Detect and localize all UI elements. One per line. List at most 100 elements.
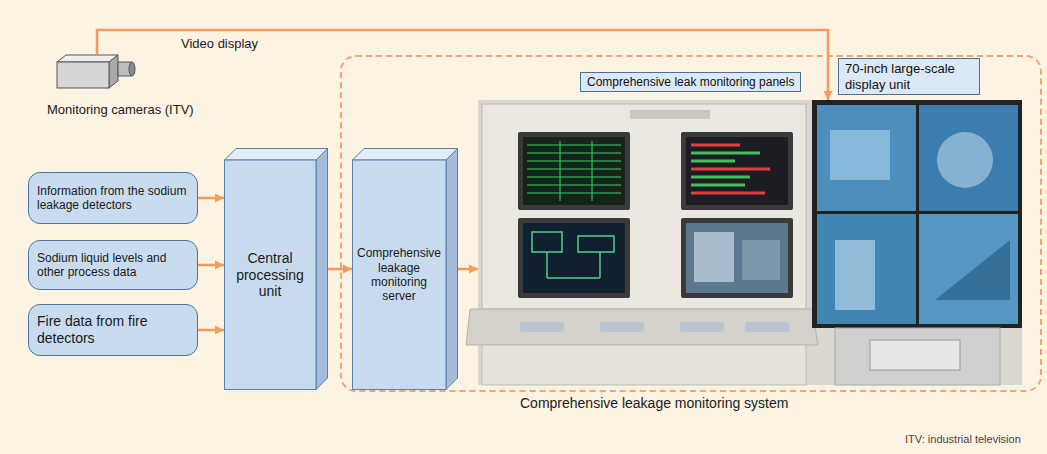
control-room-photo-part <box>817 105 916 211</box>
control-room-photo-part-part <box>592 141 593 201</box>
footnote: ITV: industrial television <box>905 433 1021 446</box>
node-text: Sodium liquid levels and other process d… <box>37 251 189 280</box>
box-top-face <box>225 149 328 161</box>
control-room-photo-part-part <box>527 145 621 146</box>
arrow-head <box>215 326 224 335</box>
camera-icon-part <box>57 62 109 88</box>
camera-icon <box>57 55 135 88</box>
edge-label-holder: Video display <box>178 36 261 52</box>
connector-arrow <box>198 194 224 203</box>
control-room-photo-part <box>812 100 1022 328</box>
control-room-photo-part-part <box>560 141 561 201</box>
control-room-photo-part-part <box>691 160 735 163</box>
control-room-photo-part-part <box>527 153 621 154</box>
node-text: Central processing unit <box>228 250 312 300</box>
control-room-photo-part-part <box>691 152 760 155</box>
connector-arrow <box>97 30 833 100</box>
control-room-photo-part <box>518 132 630 210</box>
input-box: Sodium liquid levels and other process d… <box>28 240 198 290</box>
control-room-photo-part-part <box>599 252 601 278</box>
control-room-photo-part-part <box>532 232 562 252</box>
control-room-photo-part-part <box>527 169 621 170</box>
control-room-photo-part <box>482 345 806 385</box>
control-room-photo-part <box>681 132 793 210</box>
control-room-photo-part <box>919 105 1018 211</box>
control-room-photo-part-part <box>691 144 740 147</box>
control-room-photo-part <box>835 240 875 310</box>
control-room-photo-part-part <box>691 168 770 171</box>
label-holder: Comprehensive leak monitoring panels <box>580 72 801 92</box>
control-room-photo-part <box>681 218 793 298</box>
arrow-head <box>215 261 224 270</box>
control-room-photo-part <box>742 240 780 280</box>
control-room-photo-part-part <box>527 161 621 162</box>
control-room-photo-part-part <box>546 252 548 278</box>
text-area: Comprehensive leakage monitoring server <box>352 160 446 390</box>
control-room-photo-part <box>600 322 644 332</box>
callout-label: Comprehensive leak monitoring panels <box>580 72 801 92</box>
control-room-photo-part <box>835 328 1000 385</box>
control-room-photo-part <box>523 137 625 205</box>
connector-arrow <box>198 261 224 270</box>
arrow-head <box>215 194 224 203</box>
system-region: Comprehensive leakage monitoring systemC… <box>340 55 1042 392</box>
control-room-photo-part-part <box>691 176 750 179</box>
connector-arrow <box>198 326 224 335</box>
arrow-head <box>343 265 352 274</box>
input-box: Fire data from fire detectors <box>28 304 198 356</box>
control-room-photo-part <box>919 214 1018 324</box>
control-room-photo-part <box>830 130 890 180</box>
camera-icon-part <box>129 62 135 76</box>
input-box: Information from the sodium leakage dete… <box>28 172 198 224</box>
control-room-photo-part <box>686 137 788 205</box>
control-room-photo-part <box>680 322 724 332</box>
box-side-face <box>316 149 328 390</box>
control-room-photo-part <box>532 232 614 278</box>
control-room-photo-part <box>466 309 818 345</box>
control-room-photo-part-part <box>547 277 600 279</box>
text-holder: Monitoring cameras (ITV) <box>47 102 194 118</box>
text-area: Central processing unit <box>224 160 316 390</box>
control-room-photo-part-part <box>527 185 621 186</box>
control-room-photo-part <box>523 223 625 293</box>
box-front-face <box>225 160 317 390</box>
arrow-head <box>469 265 478 274</box>
edge-label: Video display <box>178 36 261 52</box>
control-room-photo-part <box>691 145 770 193</box>
control-room-photo-part <box>527 141 621 201</box>
callout-label: 70-inch large-scale display unit <box>838 58 980 95</box>
processing-box: Central processing unit <box>224 148 328 390</box>
node-text: Fire data from fire detectors <box>37 313 189 347</box>
control-room-photo-part <box>686 223 788 293</box>
photo-region: Comprehensive leak monitoring panels <box>478 100 808 385</box>
node-text: Monitoring cameras (ITV) <box>47 102 194 118</box>
control-room-photo-part <box>745 322 789 332</box>
connector-arrow <box>458 265 478 274</box>
control-room-photo-part <box>482 104 806 309</box>
control-room-photo-part-part <box>527 193 621 194</box>
control-room-photo-part <box>630 110 710 119</box>
node-text: Information from the sodium leakage dete… <box>37 184 189 213</box>
control-room-photo-part <box>817 214 916 324</box>
control-room-photo-part <box>694 232 734 282</box>
camera-icon-part <box>109 55 118 88</box>
control-room-photo-part <box>870 340 960 370</box>
camera-icon-part <box>57 55 118 62</box>
control-room-photo-part <box>937 132 993 188</box>
camera-node: Monitoring cameras (ITV) <box>45 54 217 118</box>
control-room-photo-part-part <box>578 236 614 252</box>
box-front-face <box>353 160 447 390</box>
label-holder: 70-inch large-scale display unit <box>838 58 980 95</box>
processing-box: Comprehensive leakage monitoring server <box>352 148 458 390</box>
control-room-photo-part-part <box>691 192 765 195</box>
box-side-face <box>446 149 458 390</box>
control-room-photo-part <box>935 240 1010 300</box>
connector-line <box>97 30 828 100</box>
photo-region: 70-inch large-scale display unit <box>812 100 1022 328</box>
control-room-photo <box>466 100 1022 385</box>
box-top-face <box>353 149 458 161</box>
arrow-head <box>824 91 833 100</box>
control-room-photo-part <box>518 218 630 298</box>
text-holder: Comprehensive leakage monitoring system <box>520 395 788 412</box>
